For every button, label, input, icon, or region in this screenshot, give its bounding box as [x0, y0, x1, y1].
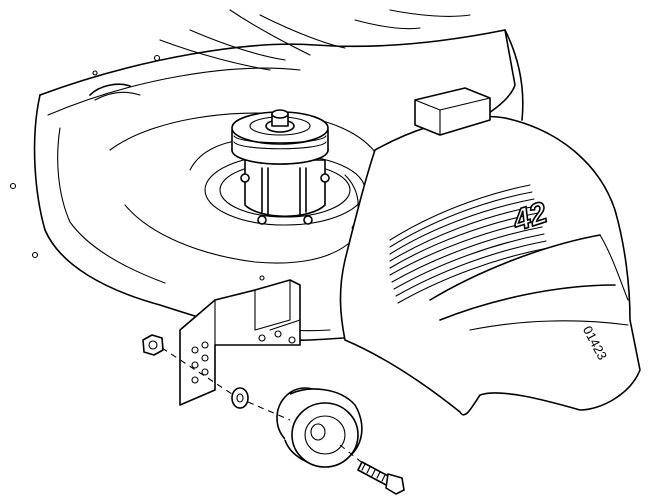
assembly-guide-lines	[161, 347, 366, 466]
hex-nut	[142, 334, 164, 356]
spindle-pulley	[204, 109, 366, 226]
shoulder-bolt	[357, 461, 405, 495]
wheel	[276, 387, 363, 468]
mower-deck	[9, 9, 524, 341]
washer	[231, 387, 249, 409]
wheel-bracket	[179, 279, 301, 406]
discharge-chute-cover	[339, 87, 641, 416]
